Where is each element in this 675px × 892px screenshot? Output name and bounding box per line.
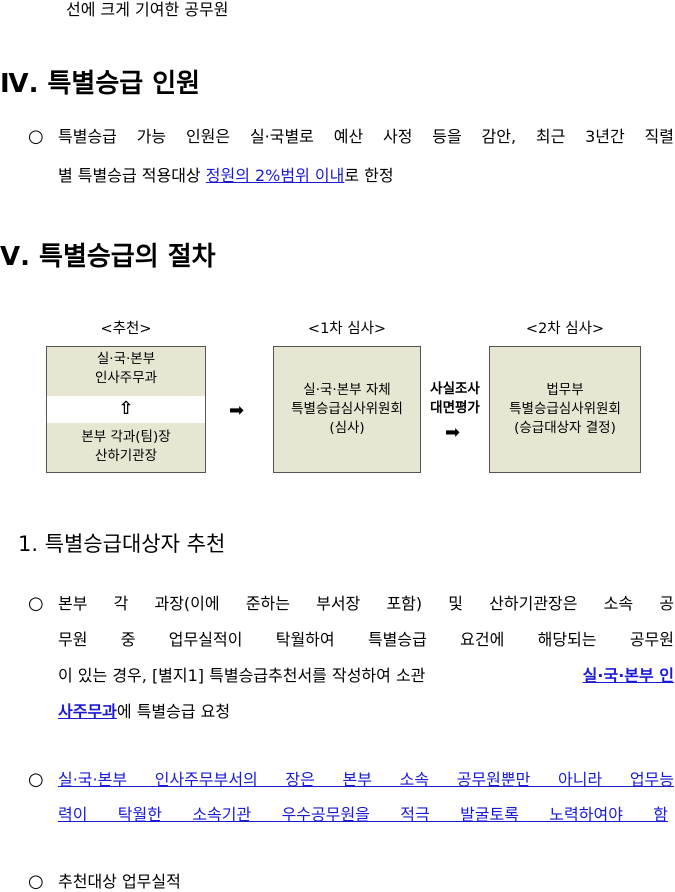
- quota-link[interactable]: 정원의 2%범위 이내: [205, 166, 345, 185]
- right-arrow-icon: ➡: [229, 400, 245, 421]
- para1-line-1: 본부 각 과장(이에 준하는 부서장 포함) 및 산하기관장은 소속 공: [58, 594, 674, 613]
- para1-line-3: 이 있는 경우, [별지1] 특별승급추천서를 작성하여 소관 실·국·본부 인: [58, 666, 674, 686]
- step-recommend-header: <추천>: [100, 321, 152, 337]
- box2-line-2: 특별승급심사위원회: [291, 401, 403, 417]
- step-first-review-header: <1차 심사>: [307, 321, 387, 337]
- hr-office-link[interactable]: 실·국·본부 인: [582, 666, 674, 685]
- hr-office-link-cont[interactable]: 사주무과: [58, 702, 117, 721]
- para2-line-1-link[interactable]: 실·국·본부 인사주무부서의 장은 본부 소속 공무원뿐만 아니라 업무능: [58, 770, 674, 789]
- recommend-box: 실·국·본부 인사주무과 ⇧ 본부 각과(팀)장 산하기관장: [46, 346, 206, 473]
- right-arrow-icon: ➡: [445, 422, 461, 443]
- interview-label: 대면평가: [430, 400, 480, 416]
- box1-bottom-line-1: 본부 각과(팀)장: [81, 429, 171, 445]
- para3-line-1: 추천대상 업무실적: [58, 872, 181, 891]
- box3-line-3: (승급대상자 결정): [514, 420, 616, 436]
- continued-text-fragment: 선에 크게 기여한 공무원: [66, 0, 229, 19]
- bullet-circle-icon: ○: [28, 871, 44, 892]
- line-text: 로 한정: [344, 166, 394, 185]
- up-arrow-icon: ⇧: [118, 398, 134, 419]
- line-text: 별 특별승급 적용대상: [58, 166, 206, 185]
- section-4-bullet-line-1: 특별승급 가능 인원은 실·국별로 예산 사정 등을 감안, 최근 3년간 직렬: [58, 127, 674, 146]
- section-4-bullet-line-2: 별 특별승급 적용대상 정원의 2%범위 이내로 한정: [58, 166, 394, 186]
- bullet-circle-icon: ○: [28, 769, 44, 790]
- box3-line-2: 특별승급심사위원회: [509, 401, 621, 417]
- bullet-circle-icon: ○: [28, 593, 44, 614]
- box1-divider-band: ⇧: [47, 396, 205, 423]
- box2-line-1: 실·국·본부 자체: [303, 382, 391, 398]
- box1-top-line-2: 인사주무과: [94, 370, 158, 386]
- line-text: 에 특별승급 요청: [116, 702, 231, 721]
- fact-check-label: 사실조사: [430, 381, 480, 397]
- box3-line-1: 법무부: [546, 382, 584, 398]
- bullet-circle-icon: ○: [28, 126, 44, 147]
- step-second-review-header: <2차 심사>: [525, 321, 605, 337]
- line-text: 이 있는 경우, [별지1] 특별승급추천서를 작성하여 소관: [58, 666, 426, 685]
- first-review-box: 실·국·본부 자체 특별승급심사위원회 (심사): [273, 346, 421, 473]
- para1-line-4: 사주무과에 특별승급 요청: [58, 702, 230, 722]
- box1-bottom-line-2: 산하기관장: [94, 448, 158, 464]
- box2-line-3: (심사): [329, 420, 365, 436]
- subsection-1-title: 1. 특별승급대상자 추천: [18, 532, 226, 556]
- box1-top-line-1: 실·국·본부: [96, 351, 156, 367]
- second-review-box: 법무부 특별승급심사위원회 (승급대상자 결정): [489, 346, 641, 473]
- section-5-title: Ⅴ. 특별승급의 절차: [0, 242, 216, 272]
- para1-line-2: 무원 중 업무실적이 탁월하여 특별승급 요건에 해당되는 공무원: [58, 630, 674, 649]
- section-4-title: Ⅳ. 특별승급 인원: [0, 69, 201, 99]
- para2-line-2-link[interactable]: 력이 탁월한 소속기관 우수공무원을 적극 발굴토록 노력하여야 함: [58, 805, 668, 824]
